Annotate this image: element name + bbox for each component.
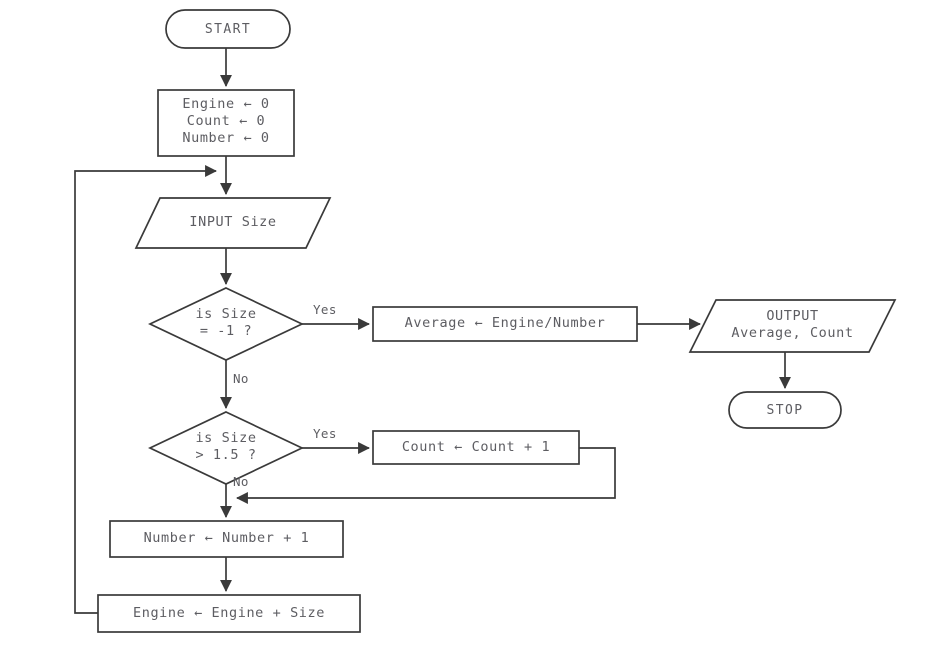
edge-count-return-loop [236,447,616,504]
edge-label-no-minus-one: No [233,371,249,386]
number-increment-shape [109,520,344,558]
decision-minus-one-shape [148,287,304,361]
input-size-shape [134,197,332,249]
edge-label-yes-gt-one-five: Yes [313,426,337,441]
edge-engine-feedback-loop [74,165,217,614]
output-shape [688,299,897,353]
edge-label-no-gt-one-five: No [233,474,249,489]
edge-label-yes-minus-one: Yes [313,302,337,317]
init-process-shape [157,89,295,157]
decision-gt-one-five-shape [148,411,304,485]
start-terminator-shape [165,9,291,49]
engine-accumulate-shape [97,594,361,633]
stop-terminator-shape [728,391,842,429]
count-increment-shape [372,430,580,465]
average-process-shape [372,306,638,342]
